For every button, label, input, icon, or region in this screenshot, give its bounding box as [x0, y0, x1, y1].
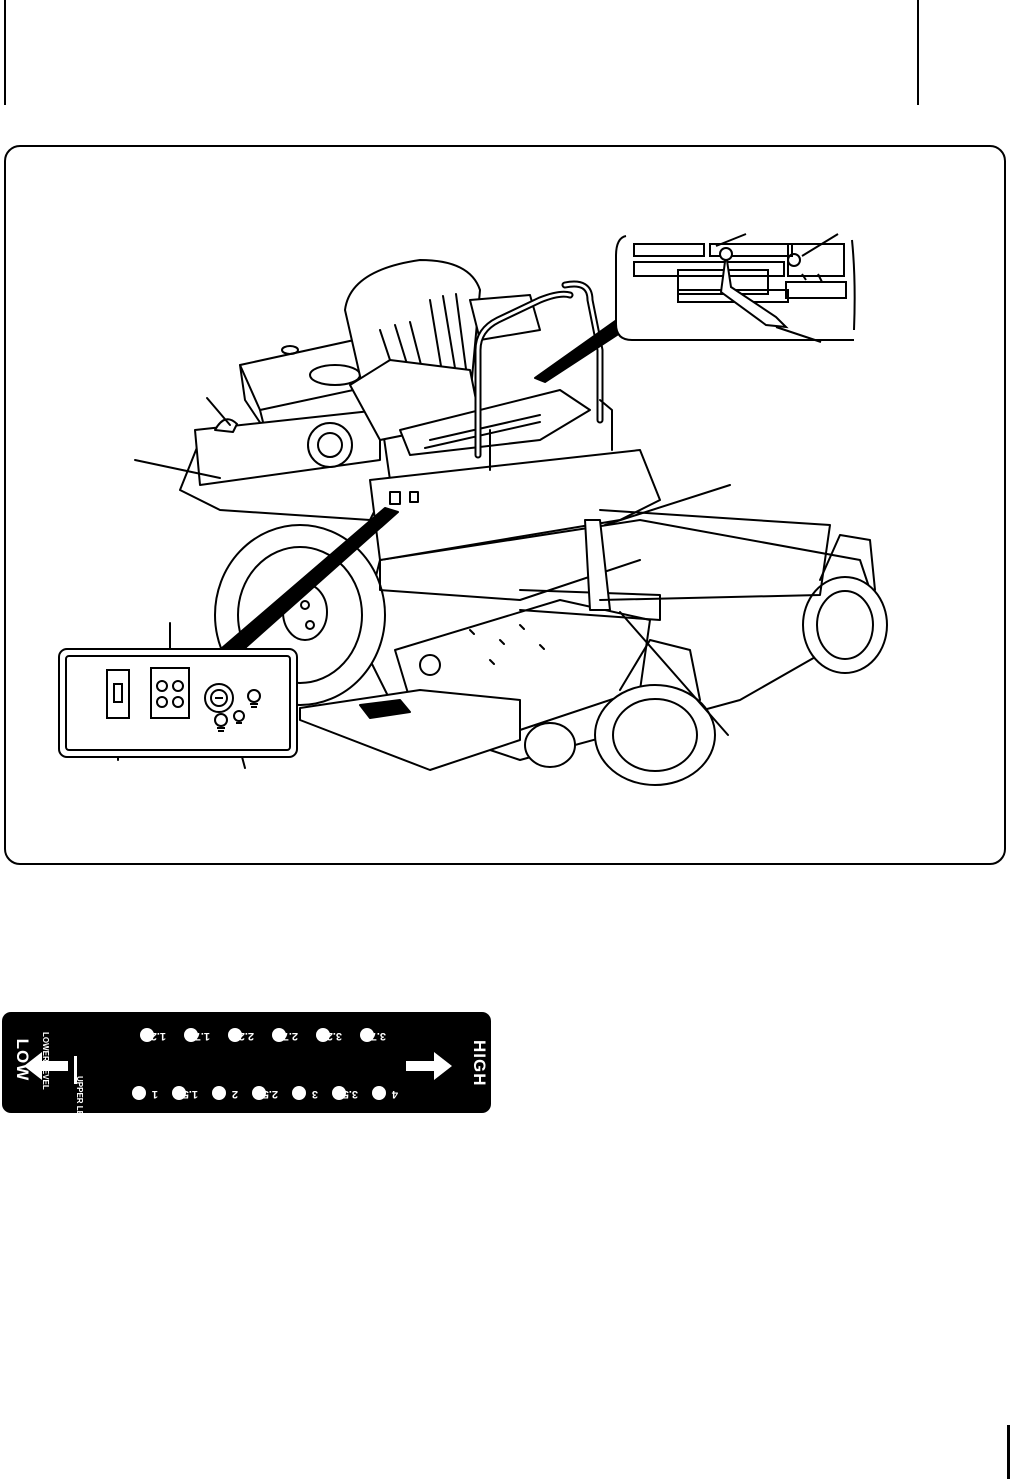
lower-value-3: 2.75 — [276, 1030, 298, 1042]
page-rule-right — [917, 0, 919, 105]
lower-hole-4 — [316, 1028, 330, 1042]
upper-value-1: 1.5 — [182, 1088, 198, 1100]
ignition-key-icon — [204, 683, 234, 713]
lower-value-1: 1.75 — [188, 1030, 210, 1042]
lower-value-0: 1.25 — [144, 1030, 166, 1042]
upper-value-2: 2 — [231, 1088, 238, 1100]
lever-decal-inset-icon — [615, 233, 856, 343]
operator-seat — [344, 259, 591, 456]
upper-hole-3 — [252, 1086, 266, 1100]
mower-deck — [299, 519, 881, 771]
lower-hole-2 — [228, 1028, 242, 1042]
steering-levers — [474, 280, 613, 459]
upper-hole-0 — [132, 1086, 146, 1100]
figure-frame — [4, 145, 1006, 865]
upper-hole-6 — [372, 1086, 386, 1100]
lower-hole-1 — [184, 1028, 198, 1042]
mower-illustration-icon — [117, 259, 888, 786]
engine-body — [194, 329, 471, 486]
upper-value-6: 4 — [391, 1088, 398, 1100]
front-caster-wheels — [524, 534, 888, 786]
page-rule-left — [4, 0, 6, 105]
upper-hole-2 — [212, 1086, 226, 1100]
throttle-control-icon — [150, 667, 190, 719]
control-panel-inset-icon — [58, 648, 298, 758]
upper-hole-5 — [332, 1086, 346, 1100]
scale-arrows-icon — [24, 1052, 452, 1084]
leader-lines — [117, 397, 731, 769]
page-rule-bottom-right — [1007, 1425, 1010, 1479]
upper-value-4: 3 — [311, 1088, 318, 1100]
upper-hole-4 — [292, 1086, 306, 1100]
upper-hole-1 — [172, 1086, 186, 1100]
lower-value-5: 3.75 — [364, 1030, 386, 1042]
lower-value-4: 3.25 — [320, 1030, 342, 1042]
upper-value-3: 2.5 — [262, 1088, 278, 1100]
lower-hole-3 — [272, 1028, 286, 1042]
lower-hole-0 — [140, 1028, 154, 1042]
upper-value-0: 1 — [151, 1088, 158, 1100]
upper-value-5: 3.5 — [342, 1088, 358, 1100]
lower-hole-5 — [360, 1028, 374, 1042]
lower-value-2: 2.25 — [232, 1030, 254, 1042]
